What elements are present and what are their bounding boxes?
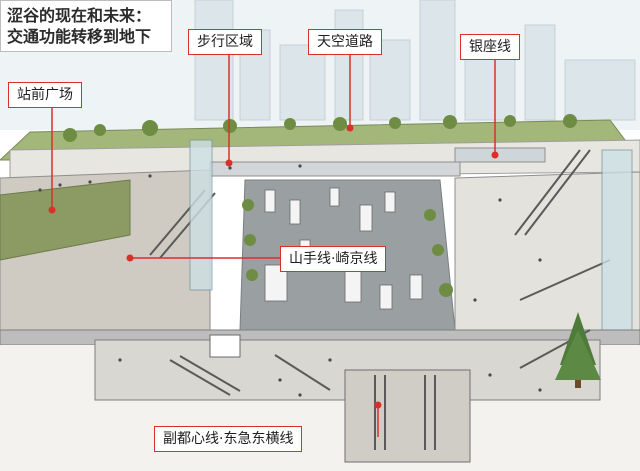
- title-line-2: 交通功能转移到地下: [7, 27, 152, 46]
- deep-platform: [344, 369, 471, 463]
- underground-kiosk: [209, 334, 241, 358]
- label-yamanote-saikyo-line: 山手线·崎京线: [280, 246, 387, 272]
- label-station-plaza: 站前广场: [8, 82, 82, 108]
- label-ginza-line: 银座线: [460, 34, 520, 60]
- sky-road-bridge: [209, 161, 461, 177]
- label-sky-road: 天空道路: [308, 29, 382, 55]
- label-pedestrian-area: 步行区域: [188, 29, 262, 55]
- glass-atrium: [189, 139, 213, 291]
- diagram-title: 涩谷的现在和未来： 交通功能转移到地下: [0, 0, 172, 52]
- deep-escalators: [374, 375, 436, 450]
- crowd: [38, 164, 542, 397]
- callout-leaders: [51, 50, 496, 437]
- label-fukutoshin-toyoko-line: 副都心线·东急东横线: [154, 426, 303, 452]
- station-plaza-green: [0, 179, 131, 261]
- right-concourse: [454, 171, 640, 331]
- title-line-1: 涩谷的现在和未来：: [7, 6, 152, 25]
- rooftop-trees: [63, 114, 577, 142]
- ginza-line-train: [454, 147, 546, 163]
- road-side-trees: [242, 199, 453, 297]
- callout-dots: [48, 124, 499, 409]
